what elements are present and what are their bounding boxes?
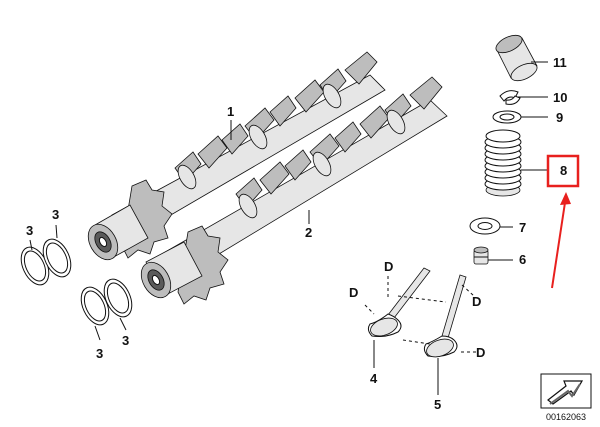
callout-4: 4 — [370, 371, 378, 386]
dimension-label-d3: D — [472, 294, 481, 309]
valve-5 — [423, 274, 467, 358]
highlight-arrow-head-icon — [560, 192, 571, 205]
valve-spring-8 — [484, 129, 522, 197]
callout-2: 2 — [305, 225, 312, 240]
leader-lines — [29, 61, 548, 395]
camshaft-2 — [140, 76, 448, 305]
callout-3a: 3 — [26, 223, 33, 238]
drawing-number: 00162063 — [546, 412, 586, 422]
spring-seat-7 — [469, 217, 501, 235]
callout-8: 8 — [560, 163, 567, 178]
callout-5: 5 — [434, 397, 441, 412]
valve-4 — [367, 267, 431, 337]
bucket-tappet-11 — [495, 34, 538, 82]
callout-11: 11 — [553, 55, 567, 70]
callout-10: 10 — [553, 90, 567, 105]
callout-3c: 3 — [96, 346, 103, 361]
dimension-label-d1: D — [384, 259, 393, 274]
callouts: 1 2 3 3 3 3 4 5 6 7 8 9 10 11 D D D D — [26, 55, 567, 412]
callout-1: 1 — [227, 104, 234, 119]
camshaft-1 — [87, 51, 386, 261]
highlight-arrow-line — [551, 195, 567, 289]
dimension-lines — [364, 276, 476, 353]
callout-6: 6 — [519, 252, 526, 267]
seal-rings-3 — [20, 238, 133, 326]
valve-keepers-10 — [499, 90, 521, 105]
callout-7: 7 — [519, 220, 526, 235]
dimension-label-d4: D — [476, 345, 485, 360]
spring-retainer-9 — [492, 110, 522, 124]
callout-9: 9 — [556, 110, 563, 125]
callout-3d: 3 — [122, 333, 129, 348]
valve-stem-seal-6 — [473, 246, 489, 265]
callout-3b: 3 — [52, 207, 59, 222]
direction-arrow-shadow-icon — [549, 383, 581, 405]
camshaft-1-lobes — [174, 51, 378, 183]
dimension-label-d2: D — [349, 285, 358, 300]
highlight-box — [546, 154, 580, 188]
direction-indicator — [540, 373, 592, 409]
highlight-part-8 — [546, 154, 580, 289]
